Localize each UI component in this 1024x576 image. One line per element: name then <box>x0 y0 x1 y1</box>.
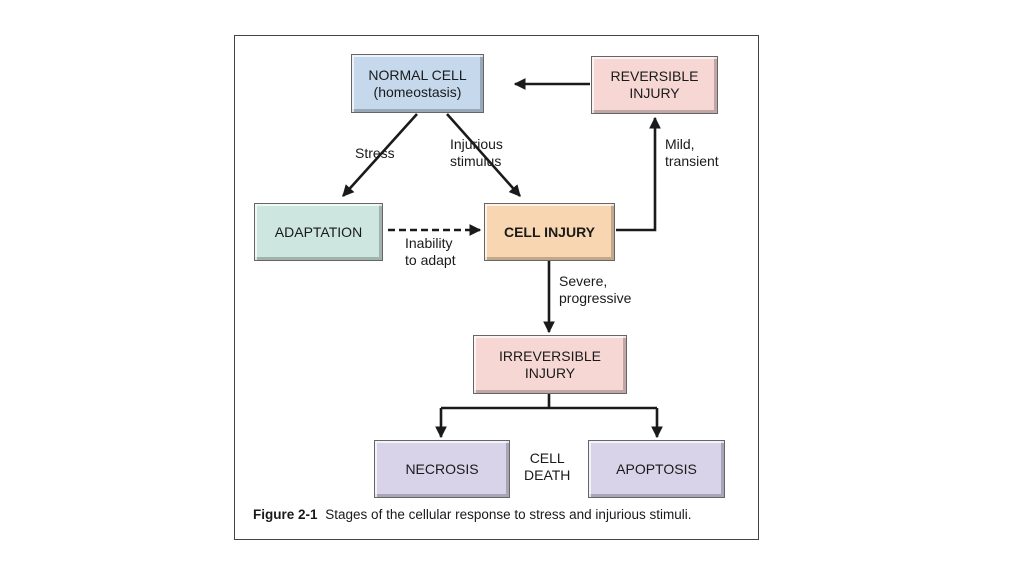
inability-text: Inability <box>405 235 453 251</box>
mild-transient-label: Mild, transient <box>665 136 719 170</box>
reversible-injury-line1: REVERSIBLE <box>610 68 699 84</box>
cell-injury-label: CELL INJURY <box>503 223 595 240</box>
stimulus-text: stimulus <box>450 153 502 169</box>
figure-caption: Figure 2-1 Stages of the cellular respon… <box>253 507 691 522</box>
diagram-arrows <box>342 78 663 439</box>
stress-text: Stress <box>355 145 395 161</box>
figure-frame: NORMAL CELL (homeostasis) REVERSIBLE INJ… <box>234 35 759 540</box>
progressive-text: progressive <box>559 290 632 306</box>
normal-cell-title: NORMAL CELL <box>368 66 467 83</box>
necrosis-box: NECROSIS <box>374 440 510 498</box>
irreversible-injury-box: IRREVERSIBLE INJURY <box>473 335 627 394</box>
stress-label: Stress <box>355 145 395 162</box>
arrow-injurious-to-cell-injury <box>446 113 521 197</box>
severe-progressive-label: Severe, progressive <box>559 273 631 307</box>
irreversible-injury-line1: IRREVERSIBLE <box>499 347 601 364</box>
irreversible-injury-line2: INJURY <box>524 364 576 381</box>
normal-cell-box: NORMAL CELL (homeostasis) <box>351 54 484 113</box>
reversible-injury-box: REVERSIBLE INJURY <box>591 56 718 114</box>
death-text: DEATH <box>524 467 571 483</box>
arrow-cell-injury-to-reversible <box>616 116 661 232</box>
severe-text: Severe, <box>559 273 608 289</box>
normal-cell-subtitle: (homeostasis) <box>373 83 462 100</box>
necrosis-label: NECROSIS <box>405 460 479 477</box>
apoptosis-label: APOPTOSIS <box>616 460 697 477</box>
mild-text: Mild, <box>665 136 695 152</box>
apoptosis-box: APOPTOSIS <box>588 440 725 498</box>
caption-text: Stages of the cellular response to stres… <box>325 507 692 522</box>
cell-injury-box: CELL INJURY <box>484 203 615 261</box>
inability-to-adapt-label: Inability to adapt <box>405 235 456 269</box>
cell-text: CELL <box>529 450 565 466</box>
injurious-text: Injurious <box>450 136 503 152</box>
transient-text: transient <box>665 153 719 169</box>
reversible-injury-line2: INJURY <box>629 85 680 101</box>
cell-death-label: CELL DEATH <box>524 450 570 484</box>
figure-number: Figure 2-1 <box>253 507 318 522</box>
adaptation-box: ADAPTATION <box>254 203 383 261</box>
injurious-stimulus-label: Injurious stimulus <box>450 136 503 170</box>
adaptation-label: ADAPTATION <box>274 223 363 240</box>
arrow-stress-to-adaptation <box>342 113 418 197</box>
to-adapt-text: to adapt <box>405 252 456 268</box>
